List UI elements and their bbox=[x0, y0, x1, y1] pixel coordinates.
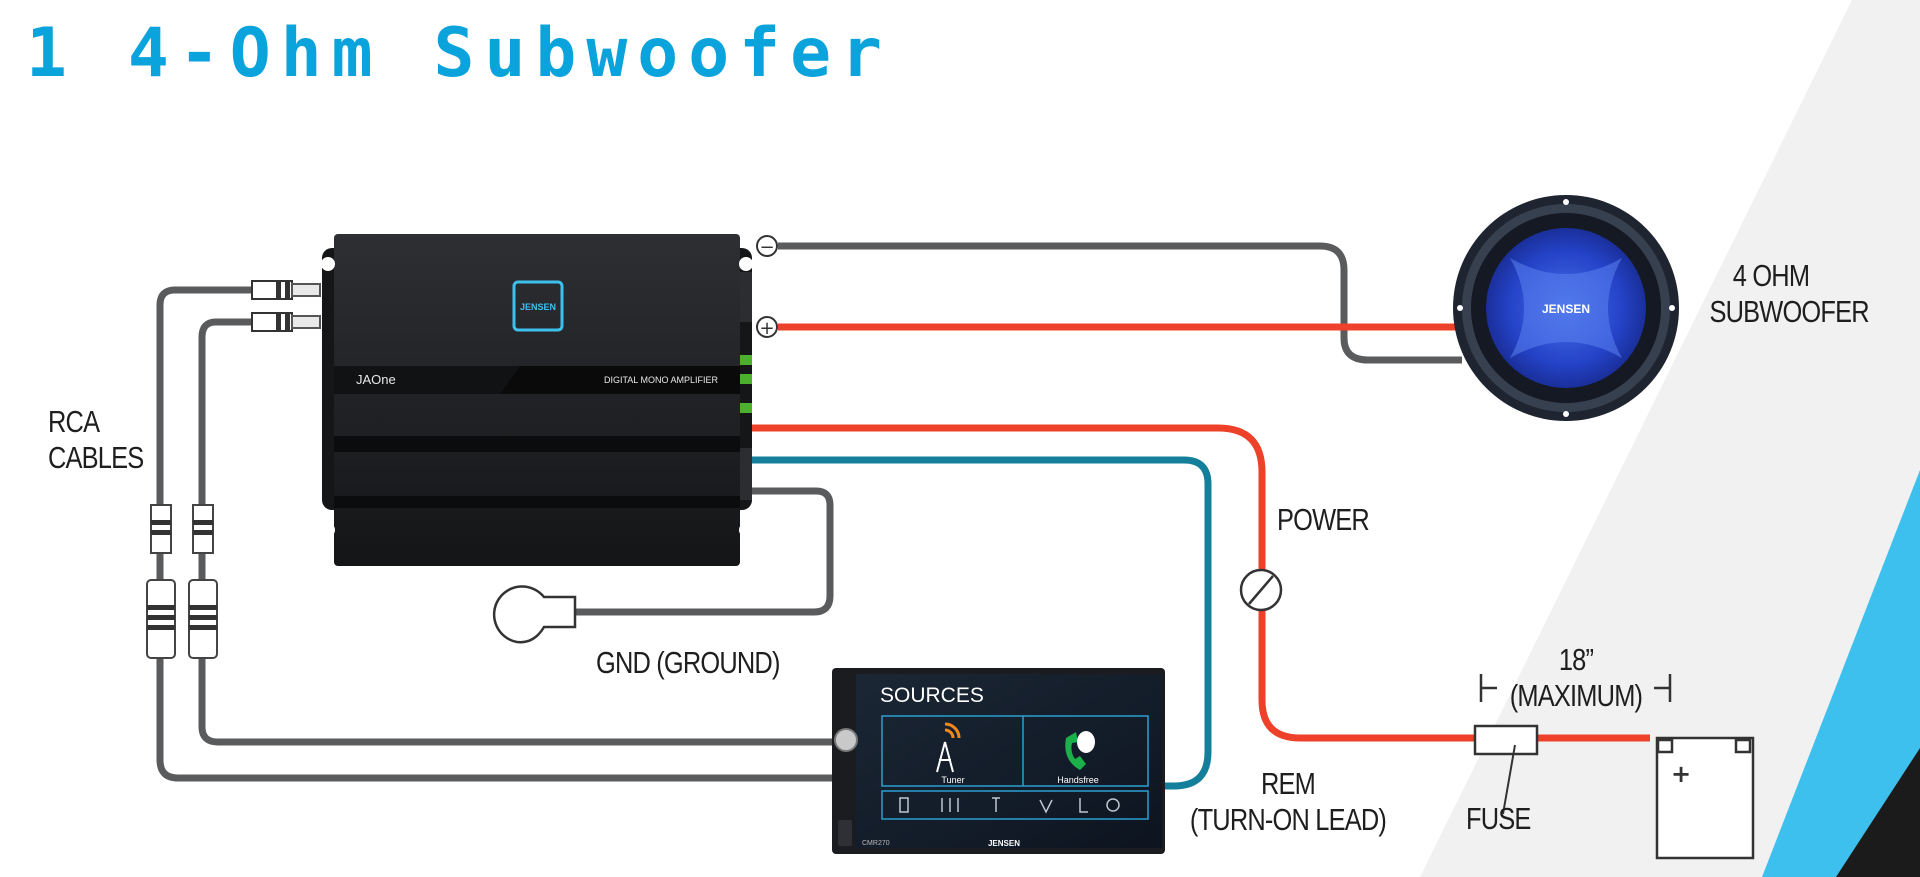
positive-terminal-label: + bbox=[759, 318, 774, 339]
rca-cables-label: RCA CABLES bbox=[48, 404, 144, 475]
page-title: 1 4-Ohm Subwoofer bbox=[26, 14, 892, 93]
ground-wire bbox=[575, 487, 834, 616]
sources-title: SOURCES bbox=[880, 684, 984, 707]
amp-terminal-negative: − bbox=[756, 235, 778, 258]
inline-fuse bbox=[1473, 724, 1539, 815]
distance-bracket bbox=[1479, 674, 1672, 702]
tile-tuner-label: Tuner bbox=[941, 775, 964, 785]
power-fuse-icon bbox=[1239, 568, 1283, 612]
background-black-corner bbox=[1836, 748, 1920, 877]
amp-model-label: JAOne bbox=[356, 372, 396, 387]
head-unit-model: CMR270 bbox=[862, 840, 890, 847]
negative-terminal-label: − bbox=[759, 237, 774, 258]
amp-brand-badge: JENSEN bbox=[520, 302, 556, 312]
background-gray-panel bbox=[1420, 0, 1920, 877]
amp-terminal-positive: + bbox=[756, 316, 778, 339]
ground-label: GND (GROUND) bbox=[596, 645, 780, 680]
subwoofer-label: 4 OHM SUBWOOFER bbox=[1709, 258, 1870, 329]
remote-turn-on-wire bbox=[752, 456, 1212, 790]
head-unit-brand: JENSEN bbox=[988, 839, 1020, 848]
speaker-negative-wire bbox=[778, 242, 1462, 364]
ground-lug-icon bbox=[492, 585, 577, 644]
subwoofer-brand-label: JENSEN bbox=[1542, 302, 1590, 316]
background-blue-stripe bbox=[1762, 470, 1920, 877]
distance-label: 18” (MAXIMUM) bbox=[1509, 642, 1643, 713]
subwoofer: JENSEN bbox=[1453, 195, 1679, 421]
fuse-label: FUSE bbox=[1466, 801, 1531, 836]
bottom-row-icons bbox=[899, 797, 1120, 814]
handsfree-icon bbox=[1065, 731, 1095, 770]
remote-label: REM (TURN-ON LEAD) bbox=[1189, 766, 1387, 837]
head-unit: SOURCES Tuner Handsfree CMR270 JENSEN bbox=[832, 668, 1165, 854]
rca-connector-pairs bbox=[146, 504, 218, 659]
battery-plus-label: + bbox=[1671, 760, 1691, 788]
power-label: POWER bbox=[1277, 502, 1370, 537]
tuner-icon bbox=[936, 722, 961, 773]
amp-type-label: DIGITAL MONO AMPLIFIER bbox=[604, 375, 719, 385]
rca-plugs-top bbox=[251, 280, 321, 332]
amplifier: JENSEN JAOne DIGITAL MONO AMPLIFIER bbox=[321, 234, 753, 566]
tile-handsfree-label: Handsfree bbox=[1057, 775, 1099, 785]
battery-icon: + bbox=[1655, 736, 1755, 860]
